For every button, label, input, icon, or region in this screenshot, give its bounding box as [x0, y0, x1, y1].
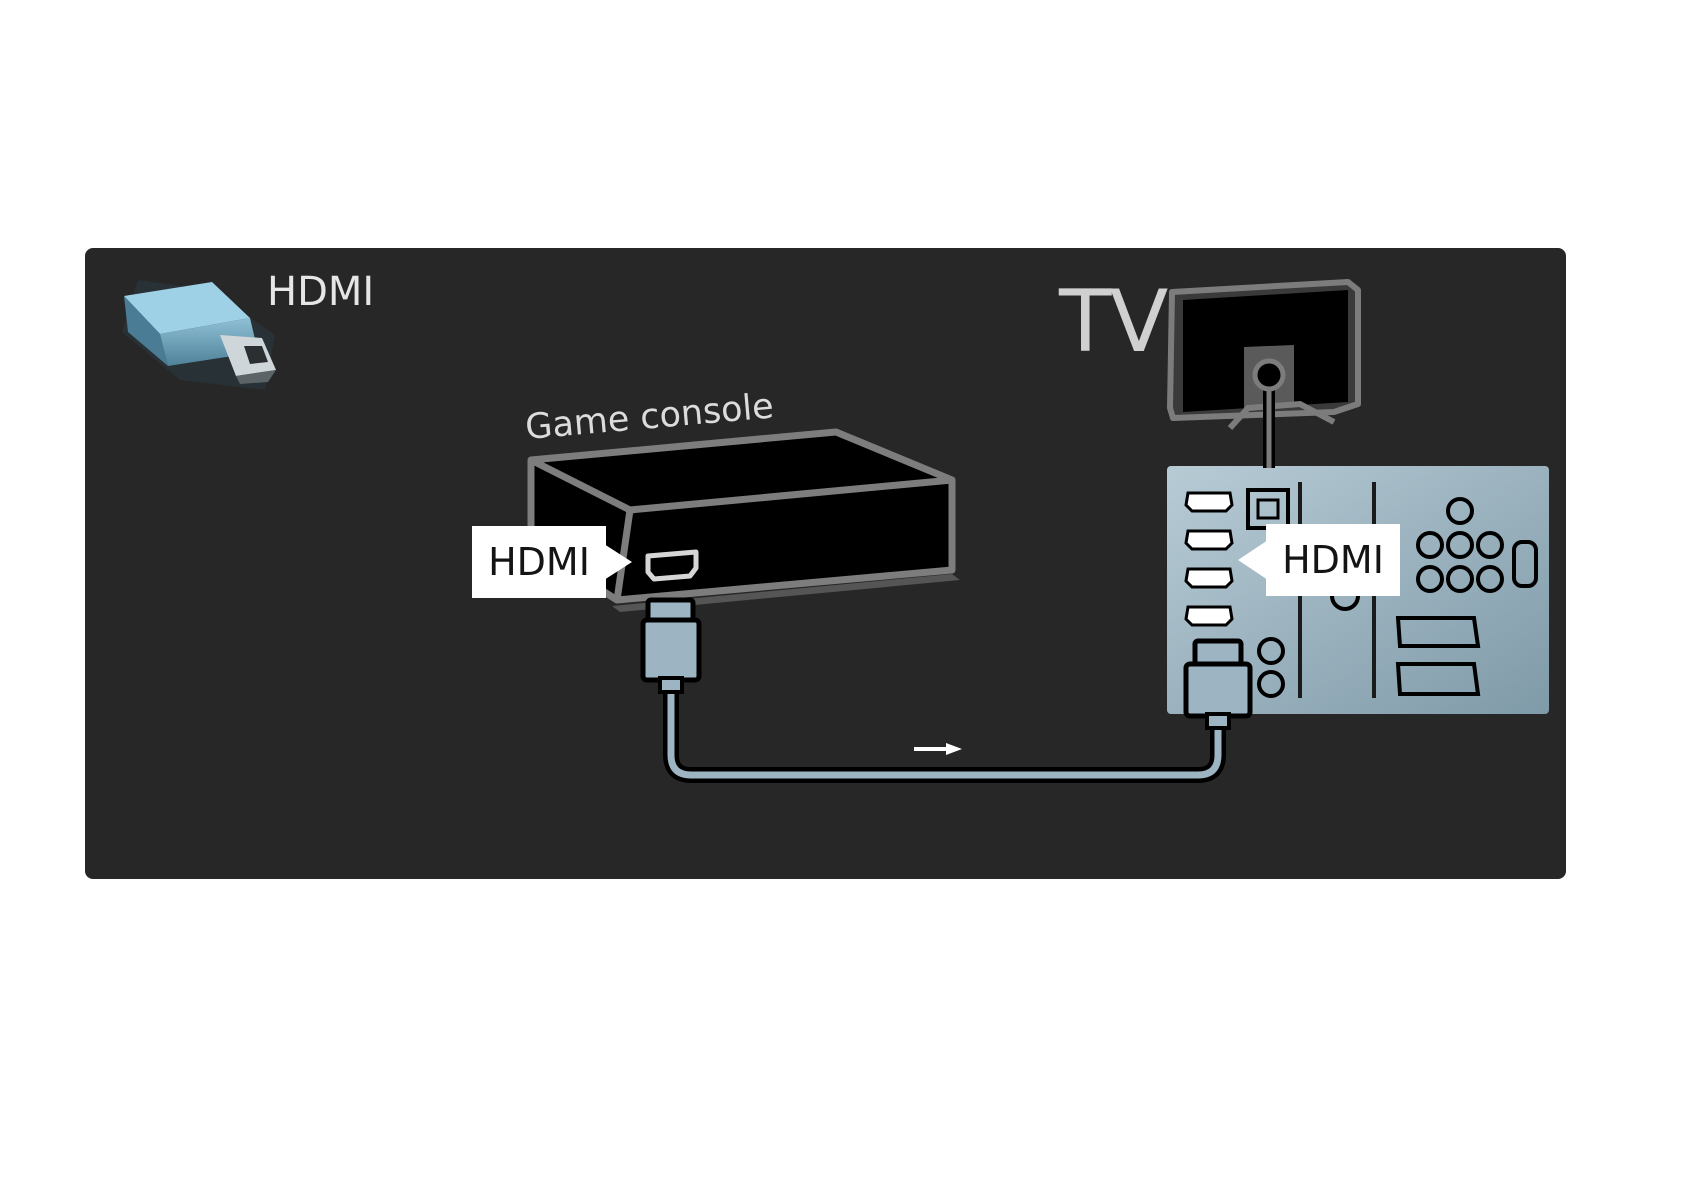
legend-hdmi-label: HDMI [267, 272, 374, 312]
hdmi-plug-icon [122, 280, 276, 390]
console-hdmi-port-label: HDMI [472, 526, 606, 598]
signal-direction-arrow-icon [914, 743, 962, 755]
console-cable-plug [643, 600, 699, 692]
tv-cable-plug [1186, 641, 1250, 728]
tv-hdmi-port-label: HDMI [1266, 524, 1400, 596]
tv-label: TV [1059, 279, 1166, 365]
hdmi-cable [671, 690, 1218, 775]
